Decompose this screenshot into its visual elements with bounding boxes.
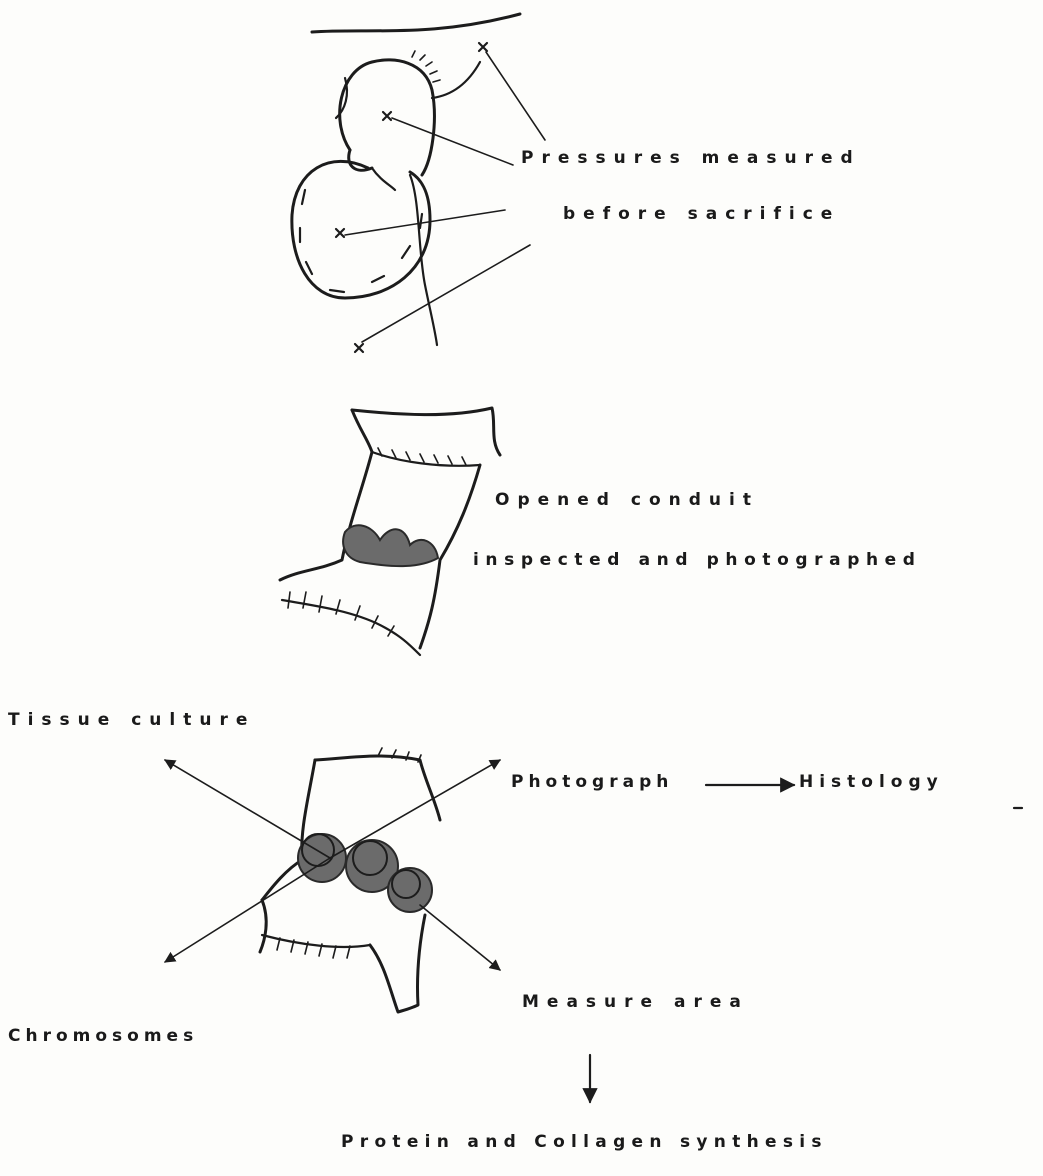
conduit-in-situ-sketch (292, 14, 545, 352)
label-before-sacrifice: before sacrifice (563, 204, 840, 224)
arrow-to-chromosomes (165, 858, 330, 962)
label-inspected-photographed: inspected and photographed (473, 550, 922, 570)
label-opened-conduit: Opened conduit (495, 490, 759, 510)
label-chromosomes: Chromosomes (8, 1026, 198, 1046)
label-measure-area: Measure area (522, 992, 749, 1012)
opened-conduit-sketch (280, 408, 500, 655)
label-photograph: Photograph (511, 772, 673, 792)
label-pressures-measured: Pressures measured (521, 148, 861, 168)
label-protein-collagen-synthesis: Protein and Collagen synthesis (341, 1132, 828, 1152)
label-tissue-culture: Tissue culture (8, 710, 255, 730)
arrow-to-photograph (330, 760, 500, 858)
arrow-to-measure-area (420, 905, 500, 970)
distribution-arrows (165, 760, 1022, 1102)
excised-aneurysm-sketch (260, 748, 440, 1012)
label-histology: Histology (799, 772, 944, 792)
